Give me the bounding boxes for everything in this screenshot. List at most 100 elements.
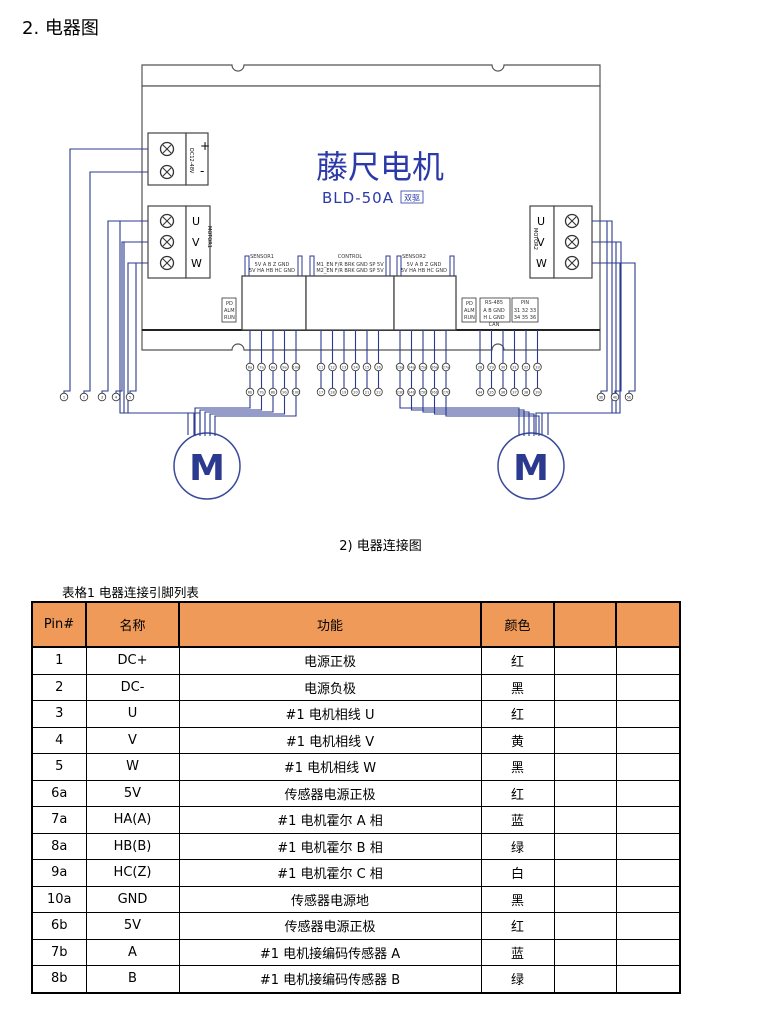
blank-cell — [615, 912, 681, 940]
sensor2-pin-bottom: 24b — [407, 387, 416, 397]
motor-1-symbol: M — [189, 448, 225, 489]
motor1-terminal: U V W MOTOR1 — [147, 205, 212, 279]
svg-text:9a: 9a — [282, 366, 287, 370]
brand-title: 藤尺电机 — [316, 148, 444, 186]
sensor2-row2: 5V HA HB HC GND — [401, 268, 447, 274]
name-cell: GND — [85, 885, 180, 913]
blank-cell — [615, 938, 681, 966]
control-row2: M2_EN F/R BRK GND SP 5V — [316, 268, 384, 274]
aux-pin-bottom: 34 — [475, 387, 485, 397]
blank-cell — [615, 726, 681, 754]
motor2-v-label: V — [537, 236, 545, 249]
svg-text:38: 38 — [524, 391, 529, 395]
color-cell: 红 — [480, 912, 555, 940]
motor1-v-label: V — [192, 236, 200, 249]
function-cell: #1 电机相线 V — [178, 726, 482, 754]
color-cell: 黑 — [480, 885, 555, 913]
pwr-right-run: RUN — [464, 315, 475, 321]
pwr-right-pd: PD — [466, 301, 473, 307]
power-minus-label: - — [200, 164, 204, 178]
function-cell: #1 电机相线 W — [178, 753, 482, 781]
control-title: CONTROL — [338, 254, 363, 260]
svg-text:6a: 6a — [248, 366, 253, 370]
pin-cell: 8a — [31, 832, 87, 860]
model-suffix: 双驱 — [404, 194, 420, 203]
blank-cell — [553, 965, 617, 994]
section-title: 2. 电器图 — [22, 18, 99, 39]
rs485-row1: A B GND — [483, 308, 505, 314]
sensor2-pin-bottom: 25b — [418, 387, 428, 397]
svg-text:25a: 25a — [420, 366, 427, 370]
svg-text:5: 5 — [129, 396, 131, 400]
svg-text:24a: 24a — [408, 366, 415, 370]
color-cell: 蓝 — [480, 938, 555, 966]
left-terminal-pin: 3 — [97, 392, 107, 402]
name-cell: HB(B) — [85, 832, 180, 860]
blank-cell — [615, 859, 681, 887]
control-row1: M1_EN F/R BRK GND SP 5V — [316, 262, 384, 268]
power-voltage-label: DC12-48V — [188, 148, 194, 174]
color-cell: 红 — [480, 646, 555, 675]
control-pin-bottom: 17 — [316, 387, 326, 397]
name-cell: V — [85, 726, 180, 754]
right-terminal-pin: 4b — [610, 392, 620, 402]
name-cell: B — [85, 965, 180, 994]
aux-pin-bottom: 35 — [487, 387, 496, 397]
left-terminal-pin: 5 — [125, 392, 135, 402]
pwr-right-alm: ALM — [464, 308, 475, 314]
aux-pin-top: 28 — [475, 362, 485, 372]
wiring-diagram: 藤尺电机 BLD-50A 双驱 + - DC12-48V U V W MOTOR… — [59, 64, 636, 500]
sensor2-title: SENSOR2 — [402, 254, 426, 260]
svg-text:6b: 6b — [248, 391, 253, 395]
motor-2: M — [497, 432, 565, 500]
function-cell: 传感器电源正极 — [178, 779, 482, 807]
function-cell: #1 电机相线 U — [178, 700, 482, 728]
svg-text:8a: 8a — [271, 366, 276, 370]
left-terminal-pin: 2 — [79, 392, 89, 402]
signal-connectors — [241, 255, 457, 331]
sensor1-pin-top: 10a — [291, 362, 301, 372]
function-cell: #1 电机接编码传感器 B — [178, 965, 482, 994]
color-cell: 绿 — [480, 832, 555, 860]
name-cell: HC(Z) — [85, 859, 180, 887]
aux-pin-top: 30 — [498, 362, 508, 372]
blank-cell — [615, 885, 681, 913]
function-cell: 电源负极 — [178, 673, 482, 701]
svg-text:20: 20 — [353, 391, 358, 395]
control-pin-bottom: 18 — [328, 387, 337, 397]
aux-pin-top: 33 — [533, 362, 542, 372]
pin-group-title: PIN — [521, 300, 529, 306]
svg-text:29: 29 — [489, 366, 494, 370]
svg-text:36: 36 — [501, 391, 506, 395]
control-pin-top: 15 — [362, 362, 372, 372]
svg-text:17: 17 — [319, 391, 324, 395]
svg-text:35: 35 — [489, 391, 494, 395]
pin-cell: 7b — [31, 938, 87, 966]
blank-cell — [553, 673, 617, 701]
pwr-left-pd: PD — [226, 301, 233, 307]
blank-cell — [615, 753, 681, 781]
svg-text:14: 14 — [353, 366, 358, 370]
header-function: 功能 — [178, 601, 482, 648]
table-header-row: Pin# 名称 功能 颜色 — [31, 601, 681, 648]
aux-pin-bottom: 38 — [521, 387, 531, 397]
sensor1-pin-top: 9a — [280, 362, 289, 372]
svg-text:7a: 7a — [259, 366, 264, 370]
sensor2-pin-bottom: 26b — [430, 387, 439, 397]
pwr-left-alm: ALM — [224, 308, 235, 314]
blank-cell — [553, 859, 617, 887]
blank-cell — [615, 832, 681, 860]
svg-text:7b: 7b — [259, 391, 264, 395]
svg-text:19: 19 — [342, 391, 347, 395]
svg-text:21: 21 — [365, 391, 370, 395]
